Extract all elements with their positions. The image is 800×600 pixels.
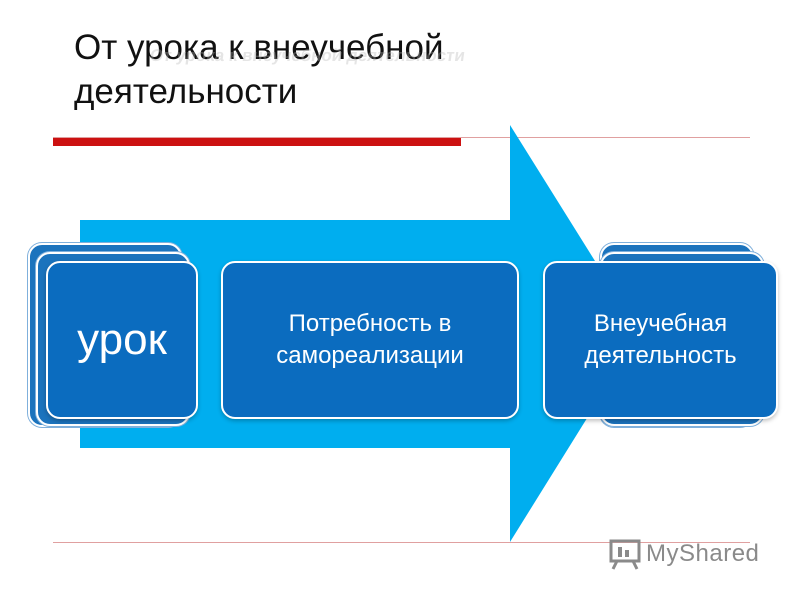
slide-title: От урока к внеучебной деятельности — [74, 28, 444, 111]
box-lesson-label: урок — [77, 315, 167, 364]
box-need: Потребность в самореализации — [221, 261, 519, 419]
box-extracurricular: Внеучебная деятельность — [543, 261, 778, 419]
title-red-rule — [53, 138, 461, 146]
watermark-text: MyShared — [646, 540, 760, 567]
watermark-logo: MyShared — [608, 537, 759, 571]
presentation-board-icon — [609, 539, 641, 570]
box-need-label: Потребность в самореализации — [276, 310, 464, 369]
title-underline-top — [53, 137, 750, 138]
box-lesson: урок — [46, 261, 198, 419]
box-extracurricular-label: Внеучебная деятельность — [584, 310, 737, 369]
bottom-rule — [53, 542, 750, 543]
